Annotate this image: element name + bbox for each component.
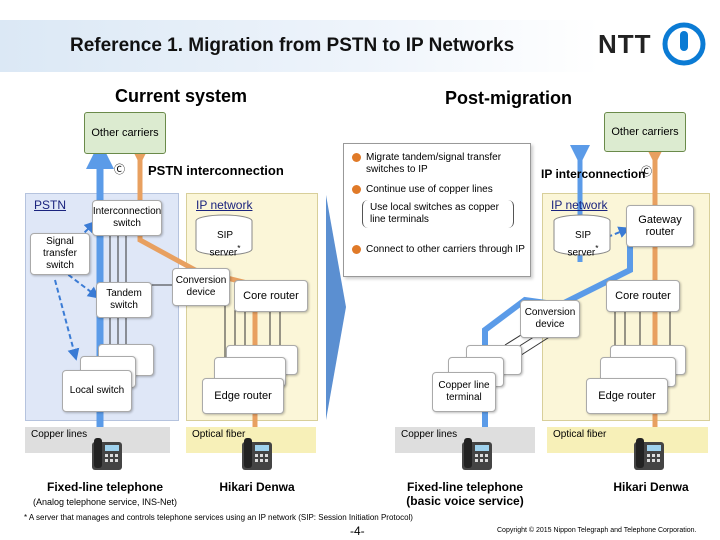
core-router-right: Core router [606,280,680,312]
ip-interconnection-label: IP interconnection [541,167,646,181]
current-system-heading: Current system [115,86,248,106]
interconnection-mark-left: Ⓒ [114,164,125,176]
gateway-router: Gateway router [626,205,694,247]
interconnection-mark-right: Ⓒ [641,166,652,178]
telephone-icon-left-pstn [92,438,122,470]
note-item-3: Use local switches as copper line termin… [370,202,499,225]
tandem-switch: Tandem switch [96,282,152,318]
caption-hikari-left: Hikari Denwa [219,480,295,494]
edge-router-right: Edge router [586,378,668,414]
caption-fixed-line-right: Fixed-line telephone (basic voice servic… [406,480,524,508]
conversion-device-left: Conversion device [172,268,230,306]
sip-server-label-left: SIP server* [209,230,241,259]
sip-server-icon-left [195,214,253,256]
local-switch: Local switch [62,370,132,412]
ntt-logo-text: NTT [598,29,652,59]
caption-fixed-line-left: Fixed-line telephone (Analog telephone s… [32,480,178,507]
sip-server-icon-right [553,214,611,256]
post-migration-heading: Post-migration [445,88,573,108]
sip-server-label-right: SIP server* [567,230,599,259]
note-item-4: Connect to other carriers through IP [352,244,526,256]
note-item-2: Continue use of copper lines [352,184,526,196]
transition-arrow-icon [326,195,346,420]
edge-router-left: Edge router [202,378,284,414]
pstn-interconnection-label: PSTN interconnection [148,163,284,178]
telephone-icon-right-pstn [462,438,492,470]
caption-hikari-right: Hikari Denwa [613,480,689,494]
optical-fiber-bar-right: Optical fiber [547,427,708,453]
other-carriers-box-left: Other carriers [84,112,166,154]
bullet-icon [352,245,361,254]
ip-network-label-right: IP network [551,198,608,212]
other-carriers-box-right: Other carriers [604,112,686,152]
bullet-icon [352,185,361,194]
interconnection-switch: Interconnection switch [92,200,162,236]
note-item-1: Migrate tandem/signal transfer switches … [352,152,526,176]
pstn-label: PSTN [34,198,67,212]
page-title: Reference 1. Migration from PSTN to IP N… [70,35,515,56]
page-number: -4- [350,524,365,538]
ip-network-label-left: IP network [196,198,253,212]
telephone-icon-right-hikari [634,438,664,470]
conversion-device-right: Conversion device [520,300,580,338]
core-router-left: Core router [234,280,308,312]
copper-line-terminal: Copper line terminal [432,372,496,412]
telephone-icon-left-hikari [242,438,272,470]
title-bar [0,20,600,72]
bullet-icon [352,153,361,162]
signal-transfer-switch: Signal transfer switch [30,233,90,275]
copyright: Copyright © 2015 Nippon Telegraph and Te… [497,527,697,534]
migration-notes-box: Migrate tandem/signal transfer switches … [343,143,531,277]
footnote: * A server that manages and controls tel… [24,513,413,522]
ntt-logo-icon [662,22,706,66]
